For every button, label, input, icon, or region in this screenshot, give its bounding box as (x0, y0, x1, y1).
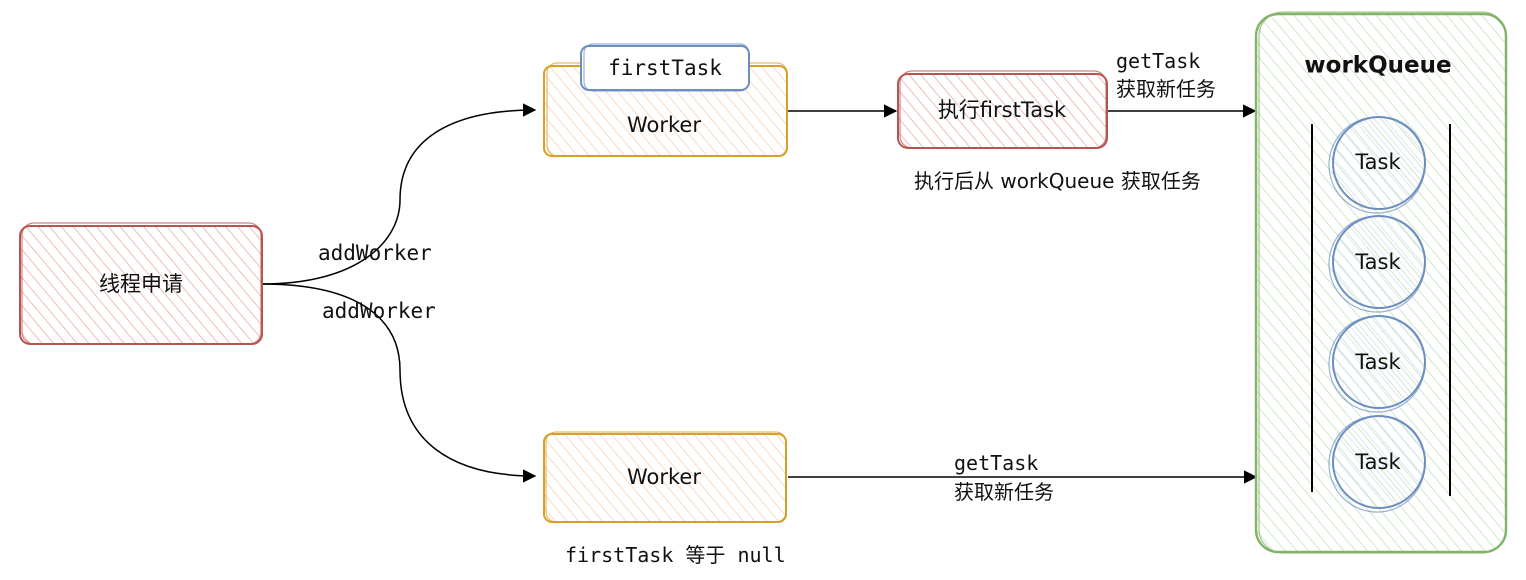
task-label-1: Task (1354, 150, 1401, 174)
worker-bottom-node[interactable]: Worker (543, 431, 787, 523)
task-circle-4[interactable]: Task (1328, 415, 1426, 513)
edge-label-add-worker-bottom: addWorker (322, 299, 436, 323)
thread-request-node[interactable]: 线程申请 (19, 222, 263, 345)
edge-label-get-task-top: getTask (1116, 49, 1200, 73)
note-after-execute: 执行后从 workQueue 获取任务 (914, 169, 1201, 193)
execute-first-task-label: 执行firstTask (938, 98, 1067, 122)
first-task-tag-label: firstTask (608, 56, 722, 80)
edges (261, 103, 1258, 484)
task-circle-3[interactable]: Task (1328, 315, 1426, 413)
thread-request-label: 线程申请 (99, 272, 183, 296)
worker-bottom-label: Worker (627, 465, 701, 489)
edge-request-to-worker-bottom (261, 283, 537, 483)
task-label-4: Task (1354, 450, 1401, 474)
first-task-tag[interactable]: firstTask (580, 43, 750, 92)
task-circle-2[interactable]: Task (1328, 215, 1426, 313)
edge-request-to-worker-top (261, 103, 537, 285)
task-label-3: Task (1354, 350, 1401, 374)
task-circle-1[interactable]: Task (1328, 116, 1426, 214)
work-queue-title: workQueue (1304, 53, 1451, 79)
worker-top-label: Worker (627, 113, 701, 137)
edge-label-get-task-bottom: getTask (954, 451, 1038, 475)
edge-label-add-worker-top: addWorker (318, 241, 432, 265)
execute-first-task-node[interactable]: 执行firstTask (897, 70, 1108, 149)
edge-label-get-task-top-desc: 获取新任务 (1116, 77, 1216, 101)
edge-label-get-task-bottom-desc: 获取新任务 (954, 480, 1054, 504)
note-first-task-null: firstTask 等于 null (565, 543, 786, 567)
task-label-2: Task (1354, 250, 1401, 274)
